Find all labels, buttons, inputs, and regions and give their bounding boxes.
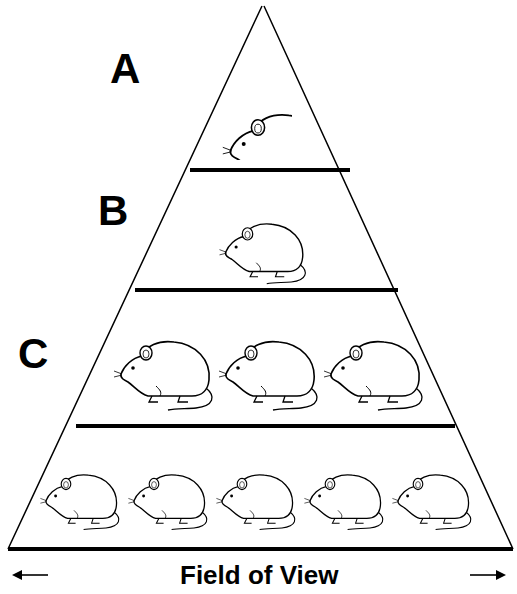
- axis-title: Field of View: [180, 562, 338, 588]
- level-letter: A: [110, 48, 140, 90]
- level-letter: C: [18, 333, 48, 375]
- level-letter: B: [98, 190, 128, 232]
